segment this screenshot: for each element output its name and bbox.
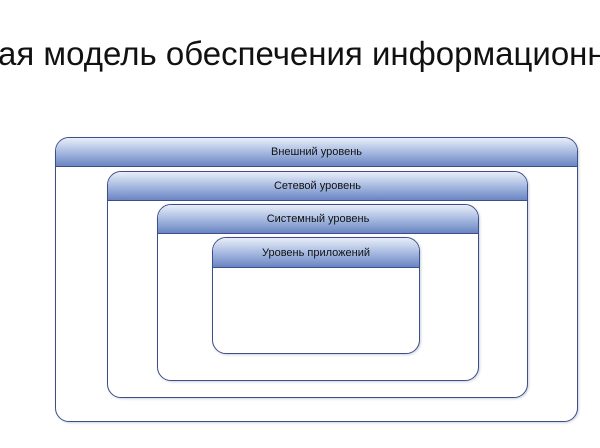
external-level-header: Внешний уровень <box>56 138 577 167</box>
application-level-label: Уровень приложений <box>261 246 371 259</box>
system-level-label: Системный уровень <box>266 213 370 225</box>
slide-title: ая модель обеспечения информационн <box>0 35 600 72</box>
network-level-label: Сетевой уровень <box>273 180 362 192</box>
application-level-header: Уровень приложений <box>213 238 419 268</box>
system-level-header: Системный уровень <box>158 205 478 234</box>
external-level-label: Внешний уровень <box>270 146 363 158</box>
network-level-header: Сетевой уровень <box>108 172 527 201</box>
application-level-box: Уровень приложений <box>212 237 420 354</box>
